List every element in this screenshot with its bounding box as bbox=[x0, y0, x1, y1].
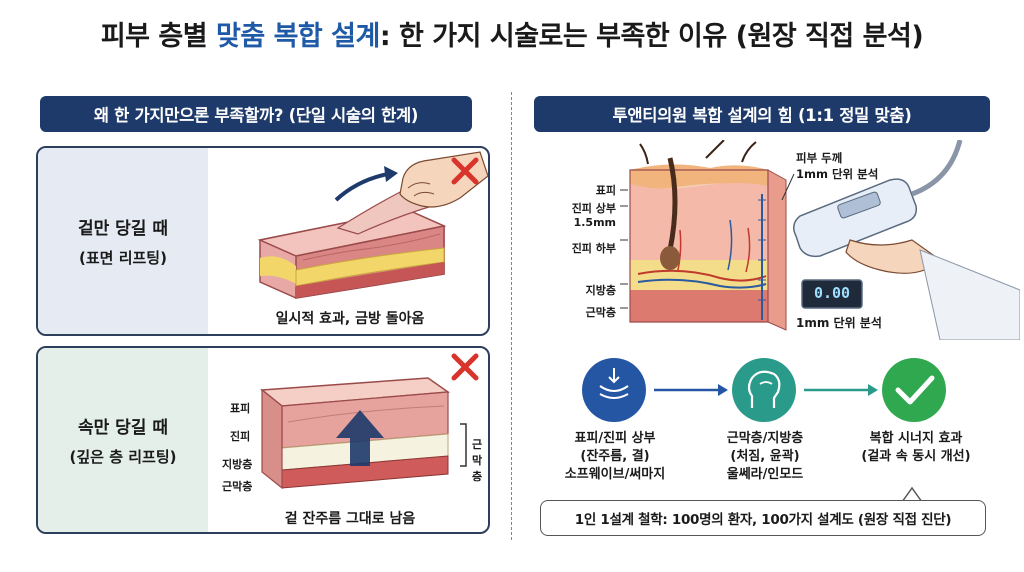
rlayer-label-upper-dermis: 진피 상부 bbox=[571, 202, 616, 215]
deep-layer-treatment-icon bbox=[732, 358, 796, 422]
surface-lifting-label-area: 겉만 당길 때 (표면 리프팅) bbox=[38, 148, 208, 334]
flow-step-surface: 표피/진피 상부 (잔주름, 결) 소프웨이브/써마지 bbox=[548, 430, 682, 484]
philosophy-callout: 1인 1설계 철학: 100명의 환자, 100가지 설계도 (원장 직접 진단… bbox=[540, 500, 986, 536]
surface-lifting-caption: 일시적 효과, 금방 돌아옴 bbox=[275, 311, 425, 327]
rlayer-label-fat: 지방층 bbox=[585, 284, 616, 297]
layer-label-dermis: 진피 bbox=[230, 430, 251, 443]
layer-label-muscle: 근막층 bbox=[222, 480, 253, 493]
title-part1: 피부 층별 bbox=[100, 21, 217, 52]
skin-cross-section-illustration bbox=[620, 140, 1020, 340]
probe-label-line2: 1mm 단위 분석 bbox=[796, 167, 879, 181]
section-divider bbox=[511, 92, 512, 540]
arrow-icon bbox=[804, 384, 878, 396]
upward-arrow-icon bbox=[336, 410, 384, 466]
layer-label-epidermis: 표피 bbox=[230, 402, 251, 415]
flow-step-deep-line2: (처짐, 윤곽) bbox=[730, 449, 800, 464]
flow-step-deep-line3: 울쎄라/인모드 bbox=[726, 467, 804, 482]
flow-step-synergy-line1: 복합 시너지 효과 bbox=[869, 431, 963, 446]
title-part2: : 한 가지 시술로는 부족한 이유 (원장 직접 분석) bbox=[379, 21, 924, 52]
callout-pointer bbox=[901, 486, 923, 503]
flow-step-synergy-line2: (겉과 속 동시 개선) bbox=[861, 449, 971, 464]
surface-lifting-illustration bbox=[257, 151, 488, 299]
surface-lifting-subtitle: (표면 리프팅) bbox=[79, 249, 167, 267]
deep-lifting-title: 속만 당길 때 bbox=[77, 418, 169, 438]
rlayer-label-depth: 1.5mm bbox=[573, 216, 616, 229]
measurement-ruler bbox=[758, 194, 766, 320]
layer-label-fat: 지방층 bbox=[222, 458, 253, 471]
flow-step-deep: 근막층/지방층 (처짐, 윤곽) 울쎄라/인모드 bbox=[698, 430, 832, 484]
rlayer-label-epidermis: 표피 bbox=[595, 184, 616, 197]
ultrasound-probe-illustration bbox=[793, 140, 1020, 340]
red-x-icon bbox=[451, 353, 479, 381]
digital-display bbox=[801, 279, 863, 309]
page-title: 피부 층별 맞춤 복합 설계: 한 가지 시술로는 부족한 이유 (원장 직접 … bbox=[0, 14, 1024, 53]
hair-follicle-illustration bbox=[639, 140, 757, 270]
surface-lifting-panel: 겉만 당길 때 (표면 리프팅) 일시적 효과, 금방 돌아옴 bbox=[36, 146, 490, 336]
title-highlight: 맞춤 복합 설계 bbox=[216, 21, 380, 52]
display-caption: 1mm 단위 분석 bbox=[796, 316, 882, 330]
rlayer-label-muscle: 근막층 bbox=[585, 306, 616, 319]
flow-step-surface-line3: 소프웨이브/써마지 bbox=[564, 467, 666, 482]
rlayer-label-lower-dermis: 진피 하부 bbox=[571, 242, 616, 255]
left-section-header: 왜 한 가지만으론 부족할까? (단일 시술의 한계) bbox=[40, 96, 472, 132]
right-section-header: 투앤티의원 복합 설계의 힘 (1:1 정밀 맞춤) bbox=[534, 96, 990, 132]
bracket-label-muscle: 근막층 bbox=[472, 438, 483, 483]
pulling-hand-illustration bbox=[399, 151, 488, 208]
deep-lifting-subtitle: (깊은 층 리프팅) bbox=[69, 448, 177, 466]
flow-step-deep-line1: 근막층/지방층 bbox=[726, 431, 804, 446]
pull-arrow bbox=[334, 172, 389, 202]
deep-lifting-panel: 속만 당길 때 (깊은 층 리프팅) 표피 진피 지방층 근막층 근막층 겉 잔… bbox=[36, 346, 490, 534]
skin-block-illustration bbox=[257, 209, 447, 299]
red-x-icon bbox=[451, 157, 479, 185]
deep-lifting-illustration bbox=[260, 353, 479, 490]
deep-lifting-caption: 겉 잔주름 그대로 남음 bbox=[284, 511, 416, 527]
flow-step-surface-line2: (잔주름, 결) bbox=[580, 449, 650, 464]
probe-label-line1: 피부 두께 bbox=[796, 151, 843, 165]
muscle-bracket bbox=[460, 423, 467, 467]
flow-step-surface-line1: 표피/진피 상부 bbox=[574, 431, 656, 446]
deep-lifting-label-area: 속만 당길 때 (깊은 층 리프팅) bbox=[38, 348, 208, 532]
flow-step-synergy: 복합 시너지 효과 (겉과 속 동시 개선) bbox=[846, 430, 986, 466]
display-value: 0.00 bbox=[813, 284, 851, 302]
arrow-icon bbox=[654, 384, 728, 396]
surface-lifting-title: 겉만 당길 때 bbox=[77, 219, 169, 239]
surface-treatment-icon bbox=[582, 358, 646, 422]
skin-layers-block bbox=[629, 164, 787, 331]
treatment-flow bbox=[582, 358, 946, 422]
check-icon bbox=[882, 358, 946, 422]
